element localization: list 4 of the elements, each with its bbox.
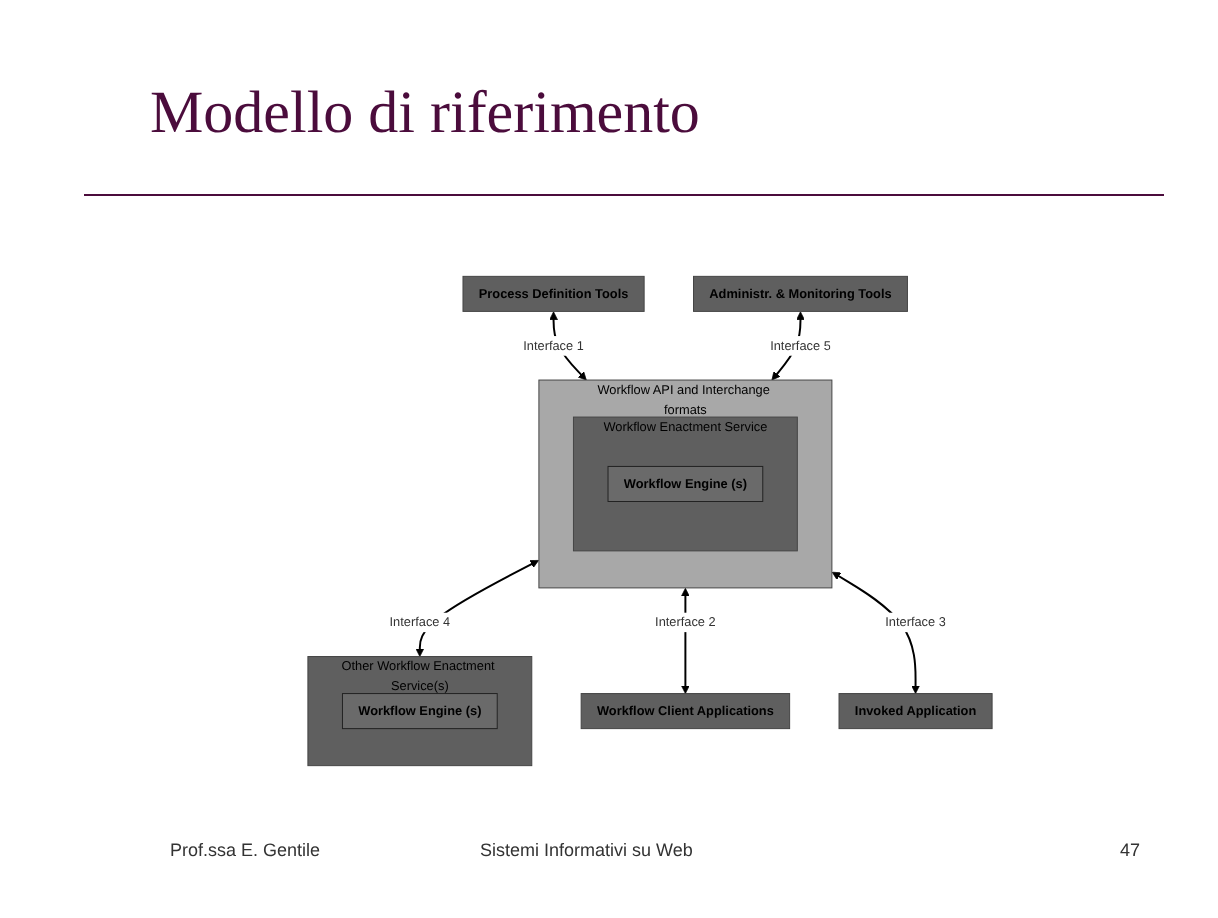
page-number: 47 <box>1120 840 1141 860</box>
footer-course: Sistemi Informativi su Web <box>480 840 693 860</box>
slide-title: Modello di riferimento <box>150 80 700 148</box>
footer-author: Prof.ssa E. Gentile <box>170 840 321 860</box>
